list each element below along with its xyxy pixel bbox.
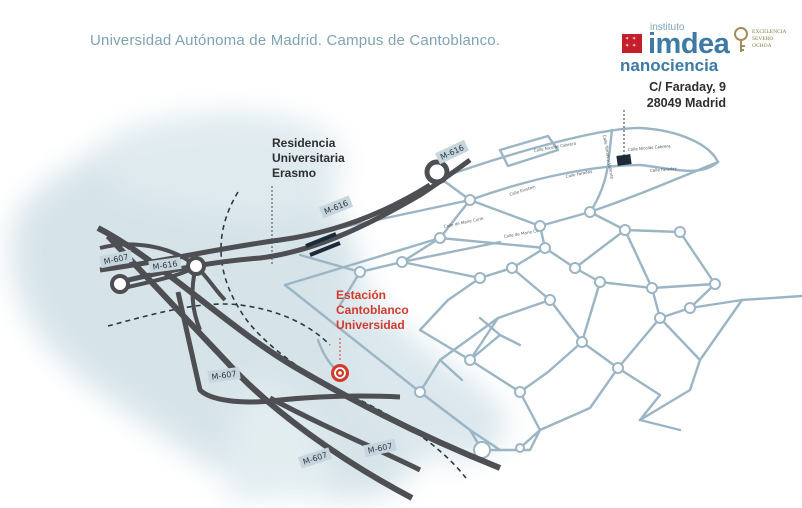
svg-text:M-607: M-607	[211, 369, 237, 381]
roundabouts	[110, 159, 450, 294]
residencia-line: Universitaria	[272, 151, 345, 165]
road-tag-m607-right: M-607	[363, 438, 397, 458]
station-line: Universidad	[336, 318, 405, 332]
station-label: Estación Cantoblanco Universidad	[336, 288, 409, 333]
svg-text:M-616: M-616	[152, 259, 178, 271]
highway-bridge	[305, 232, 341, 257]
street-label: Calle de Marie Curie	[443, 216, 484, 229]
severo-ochoa-seal-icon	[734, 27, 748, 52]
road-tag-m607-mid: M-607	[207, 366, 241, 384]
address-street: C/ Faraday, 9	[649, 80, 726, 94]
street-label: Calle Faraday	[565, 168, 593, 179]
logo-imdea-text: imdea	[648, 28, 730, 60]
madrid-flag-icon: ✶✶ ✶✶	[622, 34, 642, 53]
street-label: Calle Nicolás Cabrera	[628, 143, 672, 152]
street-names: Calle Nicolás Cabrera Calle Nicolás Cabr…	[443, 134, 677, 239]
seal-line: OCHOA	[752, 43, 772, 49]
road-tag-m616-left: M-616	[148, 256, 182, 274]
seal-line: SEVERO	[752, 36, 774, 42]
station-line: Estación	[336, 288, 387, 302]
logo-nanociencia-text: nanociencia	[620, 56, 719, 75]
severo-ochoa-text: EXCELENCIA SEVERO OCHOA	[752, 29, 787, 50]
street-label: Calle Faraday	[650, 166, 678, 173]
station-marker-icon[interactable]	[331, 364, 349, 382]
address-city: 28049 Madrid	[646, 96, 726, 110]
intersection-nodes	[354, 194, 721, 459]
address-block: C/ Faraday, 9 28049 Madrid	[647, 79, 726, 111]
station-line: Cantoblanco	[336, 303, 409, 317]
road-tag-m616-top: M-616	[434, 139, 470, 165]
imdea-building-icon[interactable]	[616, 154, 632, 166]
residencia-line: Erasmo	[272, 166, 317, 180]
residencia-line: Residencia	[272, 136, 336, 150]
road-tag-m607-left: M-607	[99, 249, 133, 269]
residencia-label: Residencia Universitaria Erasmo	[272, 136, 345, 181]
seal-line: EXCELENCIA	[752, 29, 787, 35]
street-label: Calle Tomás y Valiente	[602, 134, 615, 180]
page-title: Universidad Autónoma de Madrid. Campus d…	[90, 32, 501, 49]
logo-instituto-text: instituto	[650, 22, 685, 33]
